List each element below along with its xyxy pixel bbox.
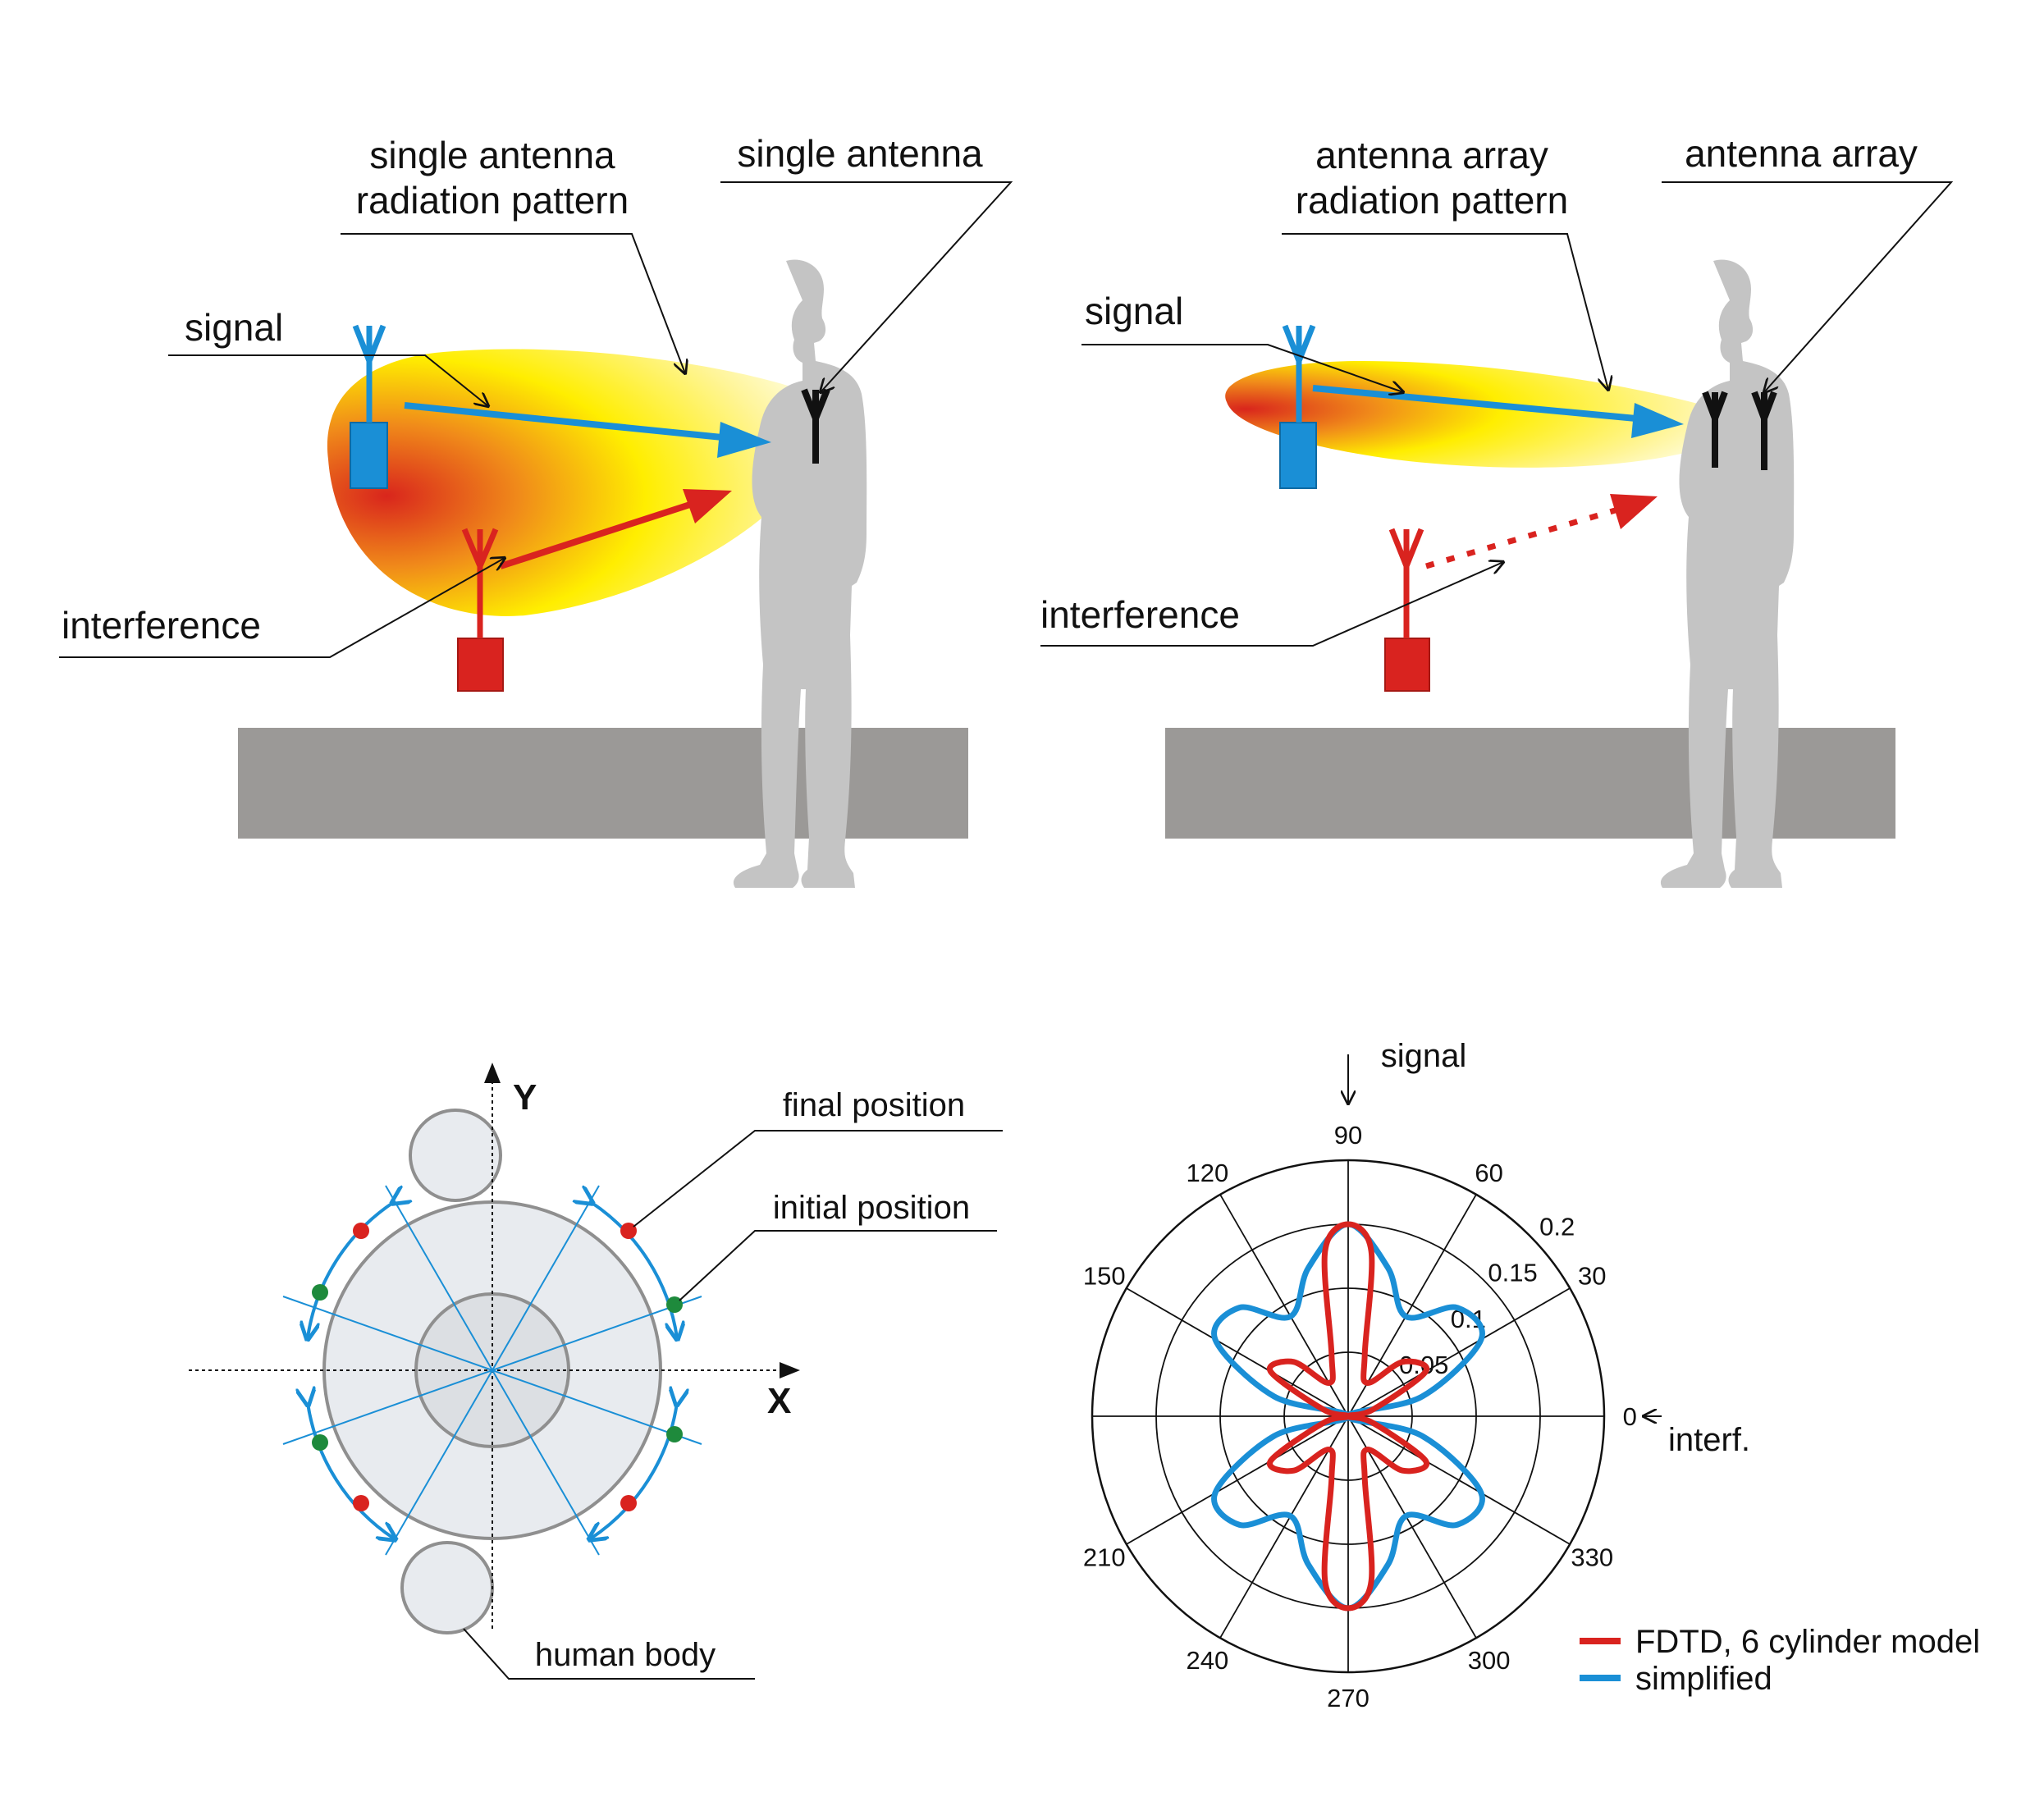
polar-series-group bbox=[1211, 1221, 1485, 1612]
human-body-label: human body bbox=[535, 1637, 716, 1673]
single-antenna-radiation-lobe bbox=[327, 349, 823, 616]
legend-label-fdtd: FDTD, 6 cylinder model bbox=[1635, 1624, 1980, 1660]
interference-path-arrow bbox=[499, 499, 699, 569]
signal-transmitter bbox=[1279, 324, 1317, 489]
human-body-bottom-circle bbox=[400, 1541, 494, 1634]
angle-tick-label-0: 0 bbox=[1623, 1402, 1637, 1431]
polar-grid: 03060901201502102402703003300.050.10.150… bbox=[1083, 1121, 1637, 1712]
radiation-pattern-title-line2: radiation pattern bbox=[1296, 179, 1568, 222]
signal-label: signal bbox=[185, 306, 283, 349]
radiation-pattern-title-line2: radiation pattern bbox=[356, 179, 629, 222]
leader-single-antenna bbox=[720, 181, 1013, 392]
movement-arcs bbox=[308, 1202, 677, 1538]
single-antenna-label: single antenna bbox=[737, 132, 983, 175]
radiation-pattern-title-line1: single antenna bbox=[369, 134, 615, 176]
radial-tick-label-0.2: 0.2 bbox=[1539, 1213, 1575, 1241]
panel-antenna-array: antenna array radiation pattern antenna … bbox=[1040, 132, 1954, 888]
floor bbox=[1165, 728, 1895, 839]
leader-radiation-pattern bbox=[1282, 233, 1608, 390]
polar-spoke-30 bbox=[1347, 1287, 1571, 1417]
panel-measurement-geometry: Y X final position initial position huma… bbox=[189, 1063, 1003, 1680]
signal-arrowhead bbox=[717, 422, 771, 458]
angle-tick-label-330: 330 bbox=[1571, 1543, 1613, 1572]
polar-spoke-300 bbox=[1347, 1415, 1477, 1639]
interference-transmitter bbox=[1384, 528, 1430, 692]
angle-tick-label-210: 210 bbox=[1083, 1543, 1126, 1572]
interference-label: interference bbox=[62, 604, 261, 647]
y-axis-arrowhead bbox=[484, 1063, 501, 1083]
signal-arrowhead bbox=[1631, 403, 1684, 438]
angle-tick-label-300: 300 bbox=[1468, 1646, 1511, 1675]
leader-radiation-pattern bbox=[341, 233, 685, 373]
signal-label: signal bbox=[1381, 1038, 1467, 1074]
radial-tick-label-0.15: 0.15 bbox=[1488, 1259, 1537, 1287]
interference-label: interf. bbox=[1668, 1422, 1750, 1458]
signal-path-arrow bbox=[1312, 385, 1654, 423]
polar-spoke-120 bbox=[1219, 1194, 1349, 1417]
polar-spoke-60 bbox=[1347, 1194, 1477, 1417]
receiver-antenna-icon bbox=[801, 388, 830, 464]
final-position-markers bbox=[353, 1223, 637, 1511]
leader-signal bbox=[1081, 344, 1403, 392]
interference-transmitter bbox=[457, 528, 504, 692]
leader-interference bbox=[59, 558, 505, 658]
leader-antenna-array bbox=[1662, 181, 1954, 392]
leader-initial-position bbox=[679, 1230, 997, 1301]
polar-spoke-330 bbox=[1347, 1415, 1571, 1545]
antenna-array-label: antenna array bbox=[1685, 132, 1918, 175]
legend-label-simplified: simplified bbox=[1635, 1661, 1772, 1697]
signal-path-arrow bbox=[404, 402, 739, 442]
array-antenna-icon-2 bbox=[1751, 391, 1777, 470]
angle-tick-label-90: 90 bbox=[1334, 1121, 1362, 1150]
radiation-pattern-title-line1: antenna array bbox=[1315, 134, 1548, 176]
x-axis-arrowhead bbox=[780, 1362, 800, 1378]
polar-spoke-240 bbox=[1219, 1415, 1349, 1639]
polar-spoke-150 bbox=[1126, 1287, 1349, 1417]
initial-position-label: initial position bbox=[773, 1190, 970, 1226]
leader-final-position bbox=[633, 1130, 1003, 1228]
final-position-label: final position bbox=[783, 1087, 965, 1123]
initial-position-markers bbox=[312, 1284, 683, 1451]
interference-blocked-dotted-arrow bbox=[1425, 505, 1621, 569]
angle-tick-label-30: 30 bbox=[1578, 1261, 1606, 1290]
human-body-top-circle bbox=[409, 1109, 502, 1202]
floor bbox=[238, 728, 968, 839]
axis-x-label: X bbox=[767, 1381, 791, 1421]
signal-label: signal bbox=[1085, 290, 1183, 332]
leader-interference bbox=[1040, 562, 1503, 647]
angle-tick-label-120: 120 bbox=[1187, 1159, 1229, 1187]
angle-tick-label-150: 150 bbox=[1083, 1261, 1126, 1290]
axis-y-label: Y bbox=[513, 1077, 537, 1118]
polar-chart: 03060901201502102402703003300.050.10.150… bbox=[1083, 1038, 1980, 1712]
leader-signal bbox=[168, 354, 488, 406]
interference-label: interference bbox=[1040, 593, 1240, 636]
polar-spoke-210 bbox=[1126, 1415, 1349, 1545]
legend: FDTD, 6 cylinder model simplified bbox=[1580, 1624, 1980, 1697]
angle-tick-label-270: 270 bbox=[1327, 1684, 1370, 1712]
leader-human-body bbox=[463, 1628, 755, 1680]
angle-tick-label-60: 60 bbox=[1475, 1159, 1502, 1187]
array-antenna-icon-1 bbox=[1702, 391, 1728, 468]
series-line-fdtd bbox=[1266, 1221, 1430, 1612]
angle-tick-label-240: 240 bbox=[1187, 1646, 1229, 1675]
signal-transmitter bbox=[350, 324, 388, 489]
interference-arrowhead bbox=[1610, 494, 1658, 529]
panel-single-antenna: single antenna radiation pattern single … bbox=[59, 132, 1013, 888]
interference-arrowhead bbox=[683, 489, 732, 523]
